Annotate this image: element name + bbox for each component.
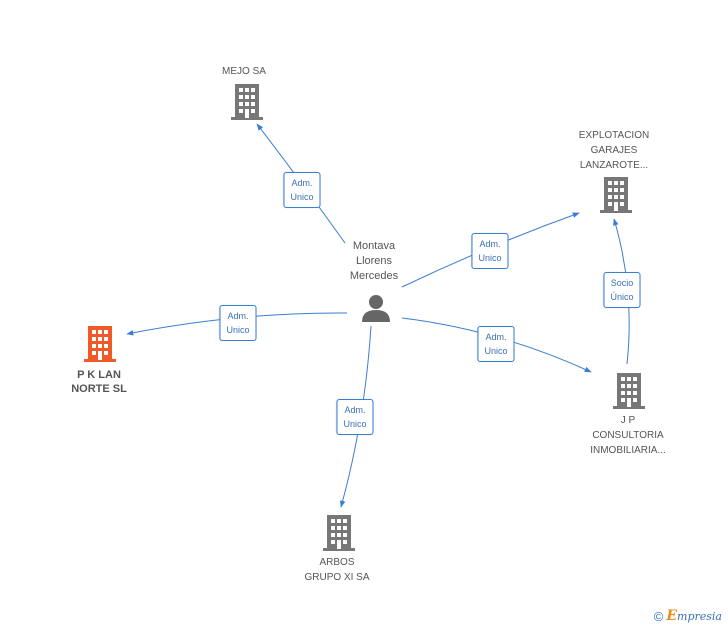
- company-label-pklan[interactable]: P K LAN NORTE SL: [71, 369, 127, 395]
- relation-type: Unico: [343, 419, 367, 429]
- relation-box-pklan[interactable]: Adm. Unico: [219, 305, 257, 341]
- building-icon-jp[interactable]: [613, 373, 645, 409]
- building-icon-mejo[interactable]: [231, 84, 263, 120]
- building-icon-explotacion[interactable]: [600, 177, 632, 213]
- company-label-mejo[interactable]: MEJO SA: [222, 66, 266, 77]
- building-icon-arbos[interactable]: [323, 515, 355, 551]
- company-label-jp[interactable]: J P CONSULTORIA INMOBILIARIA...: [590, 415, 666, 456]
- relation-box-socio[interactable]: Socio Único: [603, 272, 641, 308]
- relation-role: Adm.: [485, 332, 507, 342]
- relation-role: Adm.: [227, 311, 249, 321]
- footer-brand: © Empresia: [654, 608, 722, 624]
- relation-role: Adm.: [479, 239, 501, 249]
- person-icon[interactable]: [362, 295, 390, 322]
- copyright-icon: ©: [653, 608, 664, 624]
- company-label-arbos[interactable]: ARBOS GRUPO XI SA: [304, 557, 370, 583]
- relation-box-mejo[interactable]: Adm. Unico: [283, 172, 321, 208]
- brand-logo[interactable]: Empresia: [666, 608, 722, 624]
- relation-type: Unico: [484, 346, 508, 356]
- relation-type: Único: [610, 292, 634, 302]
- relation-type: Unico: [478, 253, 502, 263]
- relation-box-arbos[interactable]: Adm. Unico: [336, 399, 374, 435]
- relation-box-explotacion[interactable]: Adm. Unico: [471, 233, 509, 269]
- relation-box-jp[interactable]: Adm. Unico: [477, 326, 515, 362]
- relation-type: Unico: [226, 325, 250, 335]
- relation-role: Adm.: [344, 405, 366, 415]
- person-label[interactable]: Montava Llorens Mercedes: [349, 240, 399, 282]
- company-label-explotacion[interactable]: EXPLOTACION GARAJES LANZAROTE...: [578, 130, 650, 171]
- relation-role: Socio: [610, 278, 634, 288]
- relation-type: Unico: [290, 192, 314, 202]
- building-icon-pklan[interactable]: [84, 326, 116, 362]
- relation-role: Adm.: [291, 178, 313, 188]
